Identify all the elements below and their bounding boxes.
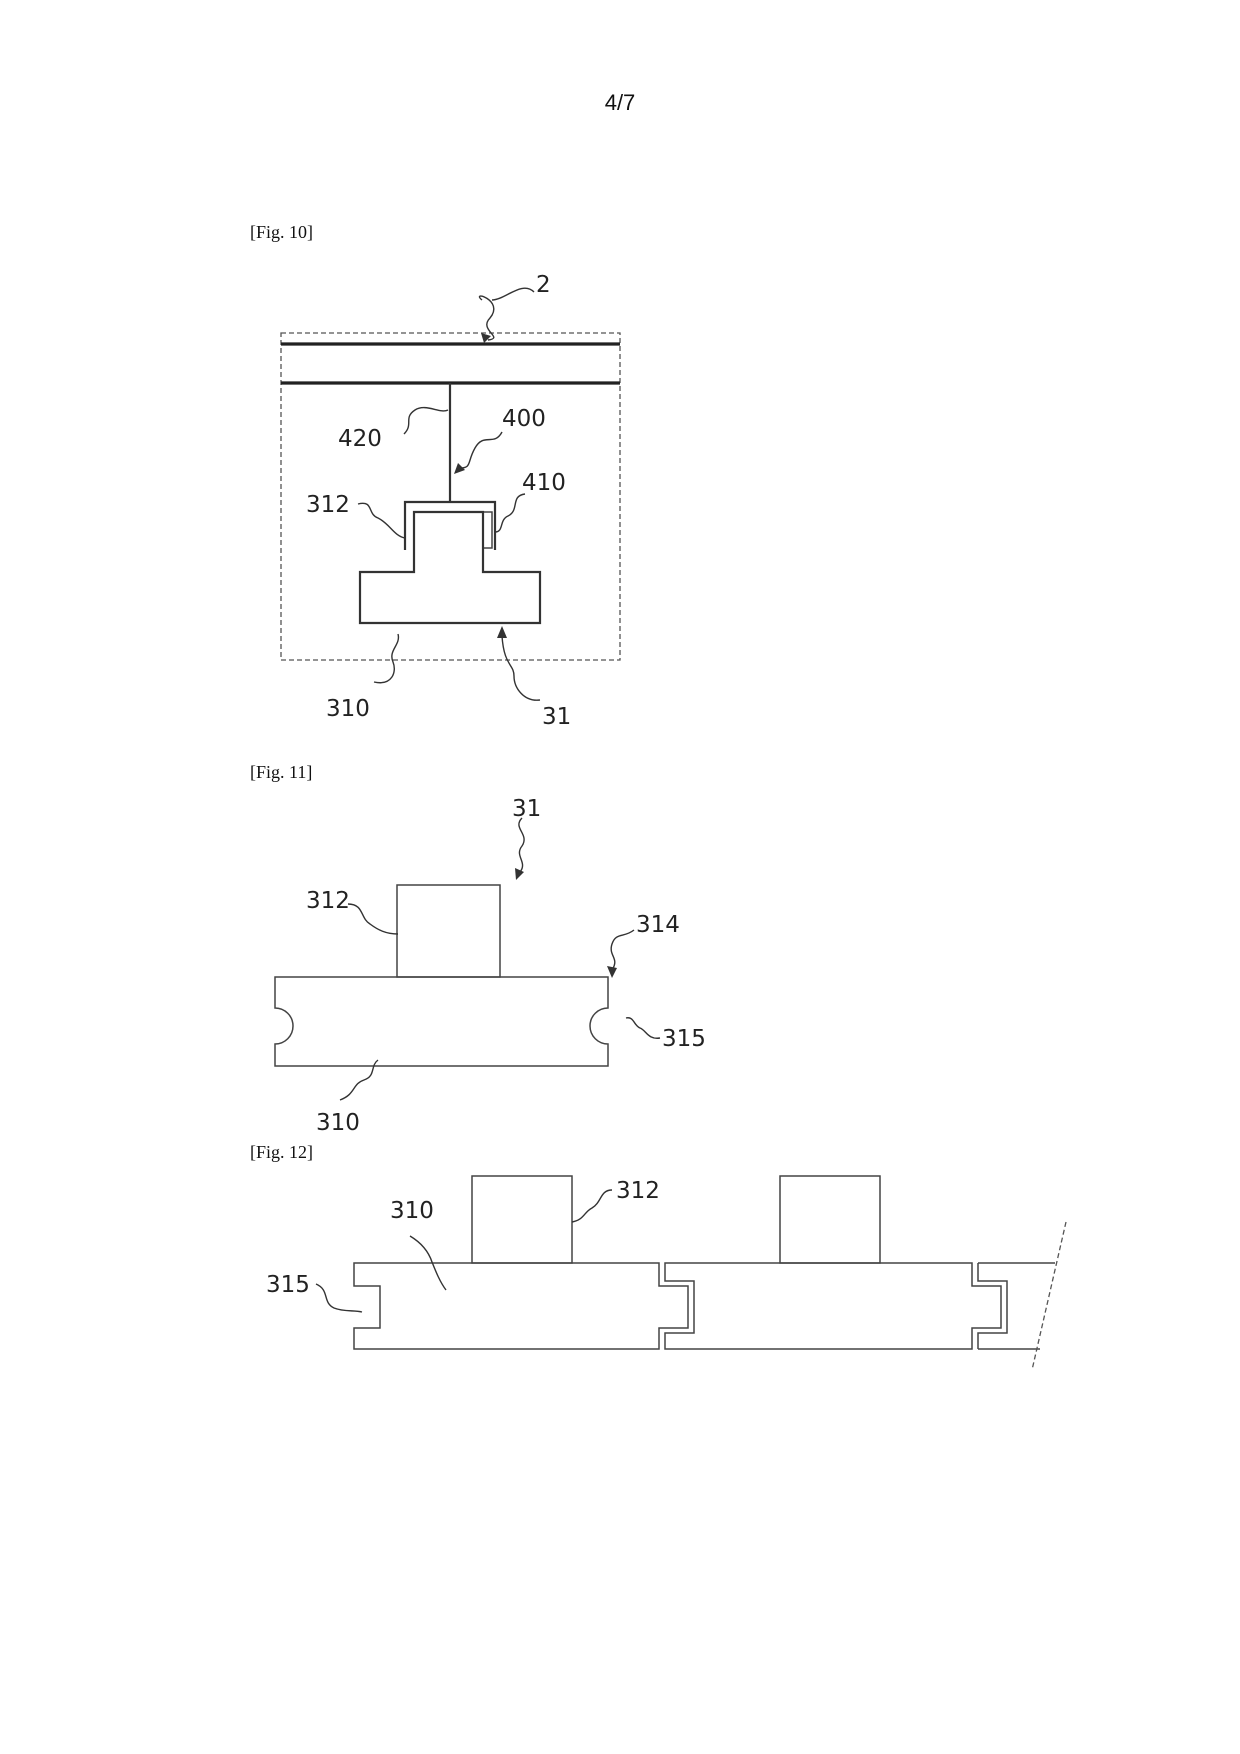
fig-10-arrowhead-2 [481,333,491,343]
fig-12-caption: [Fig. 12] [250,1142,313,1162]
fig-11-label-312: 312 [306,888,350,914]
fig-10-label-310: 310 [326,696,370,722]
fig-12-leader-312 [571,1189,613,1223]
fig-10-leader-2 [478,295,495,341]
fig-10-label-420: 420 [338,426,382,452]
fig-11-base-310 [274,976,609,1067]
fig-10-leader-310 [373,633,400,684]
fig-11-caption: [Fig. 11] [250,762,313,782]
fig-10-clamp-410 [403,500,497,550]
fig-12-upper-block-2 [779,1175,881,1264]
fig-10-outer-frame [280,332,621,661]
fig-11-arrowhead-31 [515,868,524,880]
fig-12-label-315: 315 [266,1272,310,1298]
fig-10-diagram: 2 420 400 312 410 310 31 [280,272,621,730]
fig-12-label-312: 312 [616,1178,660,1204]
fig-10-leader-410 [494,493,526,533]
fig-12-base-segment-1 [353,1262,689,1350]
fig-10-leader-400 [459,431,503,469]
fig-10-label-31: 31 [542,704,571,730]
fig-12-diagram: 310 312 315 [266,1175,1067,1371]
page-number: 4/7 [604,90,636,115]
fig-11-label-314: 314 [636,912,680,938]
fig-10-leader-420 [403,406,449,435]
fig-10-t-block-31 [358,510,542,625]
fig-10-arrowhead-400 [454,463,465,474]
fig-12-leader-315 [315,1283,363,1313]
fig-11-leader-315 [625,1017,661,1039]
fig-12-label-310: 310 [390,1198,434,1224]
fig-10-label-2: 2 [536,272,551,298]
fig-11-leader-312 [347,903,399,935]
fig-12-base-segment-2 [664,1262,1002,1350]
fig-10-leader-312 [357,502,406,539]
fig-10-caption: [Fig. 10] [250,222,313,242]
fig-10-leader-31 [501,635,541,701]
fig-12-upper-block-1 [471,1175,573,1264]
fig-10-label-410: 410 [522,470,566,496]
fig-12-base-segment-3-joint [977,1263,1008,1349]
fig-10-arrowhead-31 [497,626,507,638]
fig-11-arrowhead-314 [607,966,617,978]
fig-11-label-31: 31 [512,796,541,822]
fig-10-leader-2b [491,287,535,301]
fig-11-label-315: 315 [662,1026,706,1052]
fig-11-upper-block-312 [396,884,501,978]
fig-10-label-400: 400 [502,406,546,432]
fig-12-break-line [1031,1221,1067,1371]
fig-11-leader-314 [610,929,635,971]
fig-11-leader-310 [339,1059,379,1101]
fig-11-diagram: 31 312 314 315 310 [274,796,706,1136]
fig-10-clamp-inner-strip [482,511,493,549]
fig-11-leader-31 [518,817,525,873]
fig-12-leader-310 [409,1235,447,1291]
fig-10-label-312: 312 [306,492,350,518]
fig-11-label-310: 310 [316,1110,360,1136]
